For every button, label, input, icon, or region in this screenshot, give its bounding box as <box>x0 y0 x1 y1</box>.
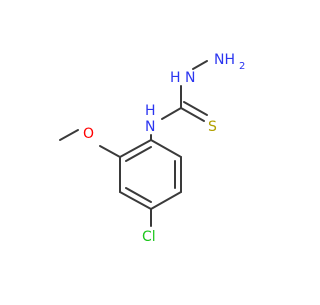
molecule-svg: NH 2 H N N H S O Cl <box>59 52 245 245</box>
bond-c-s-2 <box>183 101 208 116</box>
bond-nh-c <box>161 107 182 120</box>
bond-ring-1 <box>150 139 182 158</box>
molecule-drawing: NH 2 H N N H S O Cl <box>59 52 245 245</box>
bond-c-s-1 <box>180 107 205 122</box>
bond-ring-6-inner <box>125 146 152 162</box>
chlorine-label: Cl <box>142 229 156 245</box>
bond-ring-6 <box>119 139 152 158</box>
amide-n-label: N <box>145 119 155 135</box>
amide-h-label: H <box>145 103 156 119</box>
bond-ring-3 <box>150 191 182 210</box>
bond-ring-o <box>99 145 121 158</box>
nh2-subscript: 2 <box>239 61 245 72</box>
bond-ring-4-inner <box>125 187 152 203</box>
bonds <box>59 60 208 227</box>
sulfur-label: S <box>208 119 217 135</box>
oxygen-label: O <box>83 126 94 142</box>
hydrazine-n-label: N <box>185 70 195 86</box>
hydrazine-h-label: H <box>170 70 181 86</box>
bond-o-ch3 <box>59 129 79 141</box>
nh2-label: NH <box>214 52 235 68</box>
bond-n-n <box>192 60 208 70</box>
bond-ring-4 <box>119 191 152 210</box>
amino-group-label: NH 2 <box>214 52 245 72</box>
